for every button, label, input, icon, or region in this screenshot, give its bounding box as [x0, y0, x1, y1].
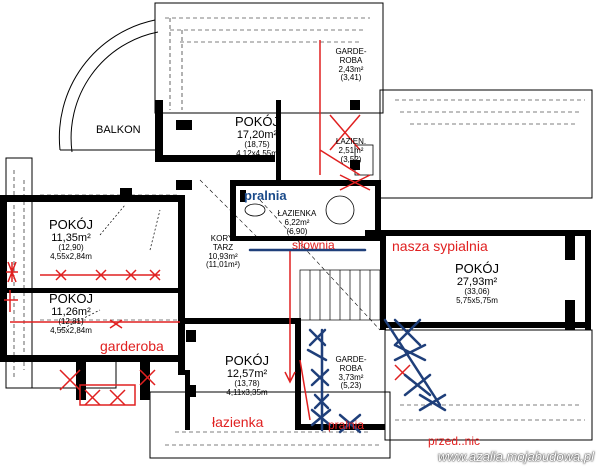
bath-fixtures [244, 144, 374, 225]
room-name-2: TARZ [212, 242, 234, 252]
room-name-2: ROBA [339, 55, 363, 65]
room-name: ŁAZIENKA [277, 209, 317, 218]
watermark: www.azalia.mojabudowa.pl [437, 449, 594, 464]
room-area: 6,22m² [284, 217, 310, 227]
room-pokoj-top: POKÓJ 17,20m² (18,75) 4,12x4,55m [222, 114, 292, 159]
roof-outline-right-bottom [384, 329, 593, 441]
room-name-1: GARDE- [335, 47, 367, 56]
annotation-silownia: siłownia [292, 238, 335, 252]
annotation-przedsionek: przed..nic [428, 434, 481, 448]
room-area: 2,51m² [338, 145, 364, 155]
balcony-arc-inner [70, 31, 159, 153]
room-area: 2,43m² [338, 64, 364, 74]
room-name: POKÓJ [48, 291, 94, 306]
room-area-alt: (13,78) [234, 379, 260, 389]
stairs [299, 269, 381, 321]
room-name: POKÓJ [234, 114, 280, 129]
room-pokoj-left2: POKÓJ 11,26m² (12,81) 4,55x2,84m [36, 291, 106, 336]
annotation-nasza-sypialnia: nasza sypialnia [392, 238, 488, 254]
walls [0, 100, 591, 430]
balcony-arc-outer [58, 19, 156, 151]
room-area: 27,93m² [456, 276, 498, 289]
room-balkon: BALKON [96, 124, 141, 136]
room-area-alt: (33,06) [464, 287, 490, 297]
room-area-alt: (12,81) [58, 317, 84, 327]
annotation-pralnia-red: pralnia [328, 418, 365, 432]
room-area: 11,35m² [51, 232, 91, 245]
room-pokoj-bottom: POKÓJ 12,57m² (13,78) 4,11x3,35m [212, 353, 282, 398]
room-lazienka-top: ŁAZIEN. 2,51m² (3,52) [328, 137, 374, 164]
room-area-alt: (6,90) [286, 226, 308, 236]
roof-outline-top [154, 2, 384, 114]
roof-outline-left [5, 157, 33, 389]
room-dims: 4,55x2,84m [50, 252, 92, 262]
room-korytarz: KORY- TARZ 10,93m² (11,01m²) [198, 234, 248, 270]
room-dims: 4,11x3,35m [226, 388, 268, 398]
room-area: 12,57m² [226, 368, 268, 381]
annotation-garderoba: garderoba [100, 338, 164, 354]
room-area: 10,93m² [208, 251, 238, 261]
red-markup [4, 40, 411, 421]
room-name: ŁAZIEN. [335, 137, 367, 146]
roof-outline-right-top [379, 89, 593, 199]
room-name: POKÓJ [224, 353, 270, 368]
room-garderoba-top: GARDE- ROBA 2,43m² (3,41) [326, 47, 376, 83]
room-area-alt: (18,75) [244, 140, 270, 150]
room-area: 11,26m² [51, 306, 91, 319]
room-dims: 5,75x5,75m [456, 296, 498, 306]
room-area-alt: (3,52) [340, 154, 362, 164]
room-name: POKÓJ [48, 217, 94, 232]
room-name-2: ROBA [339, 363, 363, 373]
room-dims: 4,55x2,84m [50, 326, 92, 336]
annotation-pralnia-blue: pralnia [244, 188, 287, 203]
room-name: BALKON [96, 124, 141, 136]
roof-outline-bottom-left [5, 357, 117, 389]
room-area: 3,73m² [338, 372, 364, 382]
room-name-1: KORY- [210, 234, 236, 243]
annotation-lazienka: łazienka [212, 414, 264, 430]
blue-markup [248, 248, 447, 434]
room-area-alt: (11,01m²) [205, 260, 241, 270]
roof-outline-bottom [149, 391, 391, 459]
room-dims: 4,12x4,55m [236, 149, 278, 159]
room-area: 17,20m² [236, 129, 278, 142]
room-lazienka-mid: ŁAZIENKA 6,22m² (6,90) [262, 209, 332, 236]
room-area-alt: (3,41) [340, 73, 362, 83]
room-garderoba-bottom: GARDE- ROBA 3,73m² (5,23) [326, 355, 376, 391]
room-pokoj-left1: POKÓJ 11,35m² (12,90) 4,55x2,84m [36, 217, 106, 262]
room-pokoj-right: POKÓJ 27,93m² (33,06) 5,75x5,75m [440, 261, 514, 306]
room-name: POKÓJ [454, 261, 500, 276]
room-area-alt: (12,90) [58, 243, 84, 253]
room-area-alt: (5,23) [340, 381, 362, 391]
room-name-1: GARDE- [335, 355, 367, 364]
